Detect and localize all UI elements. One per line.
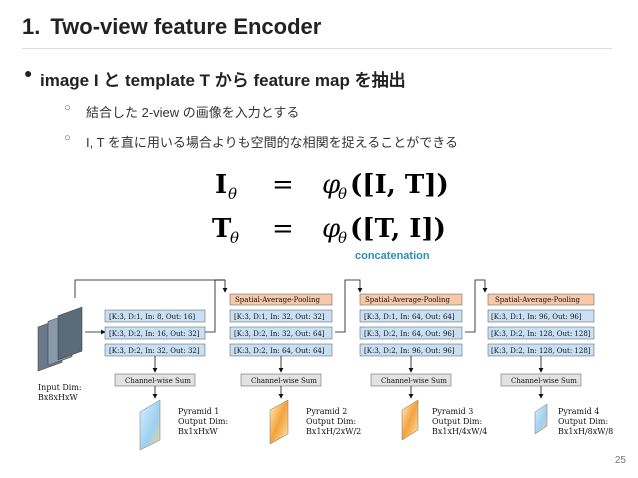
pool-label: Spatial-Average-Pooling	[365, 296, 450, 304]
channel-sum: Channel-wise Sum	[381, 377, 447, 385]
conv-layer: [K:3, D:2, In: 128, Out: 128]	[491, 330, 591, 338]
conv-layer: [K:3, D:2, In: 16, Out: 32]	[109, 330, 200, 338]
title-text: Two-view feature Encoder	[50, 14, 322, 39]
encoder-column-1: [K:3, D:1, In: 8, Out: 16] [K:3, D:2, In…	[104, 309, 228, 451]
pyramid-label: Pyramid 4	[558, 407, 599, 416]
pyramid-2-map	[269, 399, 289, 445]
channel-sum: Channel-wise Sum	[511, 377, 577, 385]
eq-sub: θ	[228, 185, 237, 203]
pyramid-label: Bx1xHxW	[178, 427, 218, 436]
pyramid-label: Output Dim:	[306, 417, 356, 426]
eq-rhs-1: ([I, T])	[350, 170, 449, 200]
eq-lhs-i: I	[215, 170, 227, 200]
encoder-column-4: Spatial-Average-Pooling [K:3, D:1, In: 9…	[487, 293, 613, 436]
conv-layer: [K:3, D:1, In: 8, Out: 16]	[109, 313, 195, 321]
pool-label: Spatial-Average-Pooling	[235, 296, 320, 304]
conv-layer: [K:3, D:2, In: 128, Out: 128]	[491, 347, 591, 355]
pyramid-label: Output Dim:	[178, 417, 228, 426]
bullet-level2: ○ I, T を直に用いる場合よりも空間的な相関を捉えることができる	[64, 132, 459, 151]
pyramid-label: Output Dim:	[432, 417, 482, 426]
conv-layer: [K:3, D:2, In: 32, Out: 32]	[109, 347, 200, 355]
conv-layer: [K:3, D:1, In: 32, Out: 32]	[234, 313, 325, 321]
conv-layer: [K:3, D:1, In: 96, Out: 96]	[491, 313, 582, 321]
title-divider	[22, 48, 612, 49]
pyramid-4-map	[534, 403, 548, 435]
pyramid-label: Pyramid 2	[306, 407, 347, 416]
bullet-level2: ○ 結合した 2-view の画像を入力とする	[64, 102, 300, 121]
pyramid-label: Bx1xH/8xW/8	[558, 427, 613, 436]
encoder-column-3: Spatial-Average-Pooling [K:3, D:1, In: 6…	[359, 293, 487, 441]
pyramid-label: Output Dim:	[558, 417, 608, 426]
pyramid-label: Bx1xH/2xW/2	[306, 427, 361, 436]
bullet-text: image I と template T から feature map を抽出	[40, 71, 406, 90]
section-number: 1.	[22, 14, 41, 39]
conv-layer: [K:3, D:2, In: 96, Out: 96]	[364, 347, 455, 355]
pyramid-1-map	[139, 399, 161, 451]
pool-label: Spatial-Average-Pooling	[495, 296, 580, 304]
input-dim-label: Input Dim:	[38, 383, 82, 392]
conv-layer: [K:3, D:2, In: 32, Out: 64]	[234, 330, 325, 338]
eq-equals: =	[272, 170, 294, 200]
pyramid-label: Pyramid 1	[178, 407, 219, 416]
pyramid-3-map	[401, 399, 419, 441]
conv-layer: [K:3, D:1, In: 64, Out: 64]	[364, 313, 455, 321]
bullet-text: 結合した 2-view の画像を入力とする	[86, 105, 300, 120]
slide-title: 1. Two-view feature Encoder	[22, 14, 321, 40]
equation: I θ = φ θ ([I, T]) T θ = φ θ ([T, I])	[212, 170, 449, 247]
pyramid-label: Pyramid 3	[432, 407, 473, 416]
page-number: 25	[614, 455, 626, 466]
eq-equals: =	[272, 214, 294, 244]
eq-phi: φ	[322, 214, 341, 244]
channel-sum: Channel-wise Sum	[125, 377, 191, 385]
concatenation-label: concatenation	[355, 250, 430, 262]
input-dim-value: Bx8xHxW	[38, 393, 78, 402]
bullet-ring-icon: ○	[64, 102, 71, 114]
channel-sum: Channel-wise Sum	[251, 377, 317, 385]
eq-lhs-t: T	[212, 214, 232, 244]
eq-rhs-2: ([T, I])	[350, 214, 446, 244]
eq-phi: φ	[322, 170, 341, 200]
eq-sub: θ	[338, 229, 347, 247]
input-image-stack	[37, 306, 83, 372]
bullet-level1: ● image I と template T から feature map を抽…	[24, 65, 406, 91]
conv-layer: [K:3, D:2, In: 64, Out: 64]	[234, 347, 325, 355]
eq-sub: θ	[338, 185, 347, 203]
bullet-dot-icon: ●	[24, 65, 33, 81]
architecture-diagram: Input Dim: Bx8xHxW [K:3, D:1, In: 8, Out…	[37, 279, 613, 451]
eq-sub: θ	[230, 229, 239, 247]
bullet-text: I, T を直に用いる場合よりも空間的な相関を捉えることができる	[86, 135, 459, 150]
pyramid-label: Bx1xH/4xW/4	[432, 427, 487, 436]
conv-layer: [K:3, D:2, In: 64, Out: 96]	[364, 330, 455, 338]
bullet-ring-icon: ○	[64, 132, 71, 144]
encoder-column-2: Spatial-Average-Pooling [K:3, D:1, In: 3…	[229, 293, 361, 445]
